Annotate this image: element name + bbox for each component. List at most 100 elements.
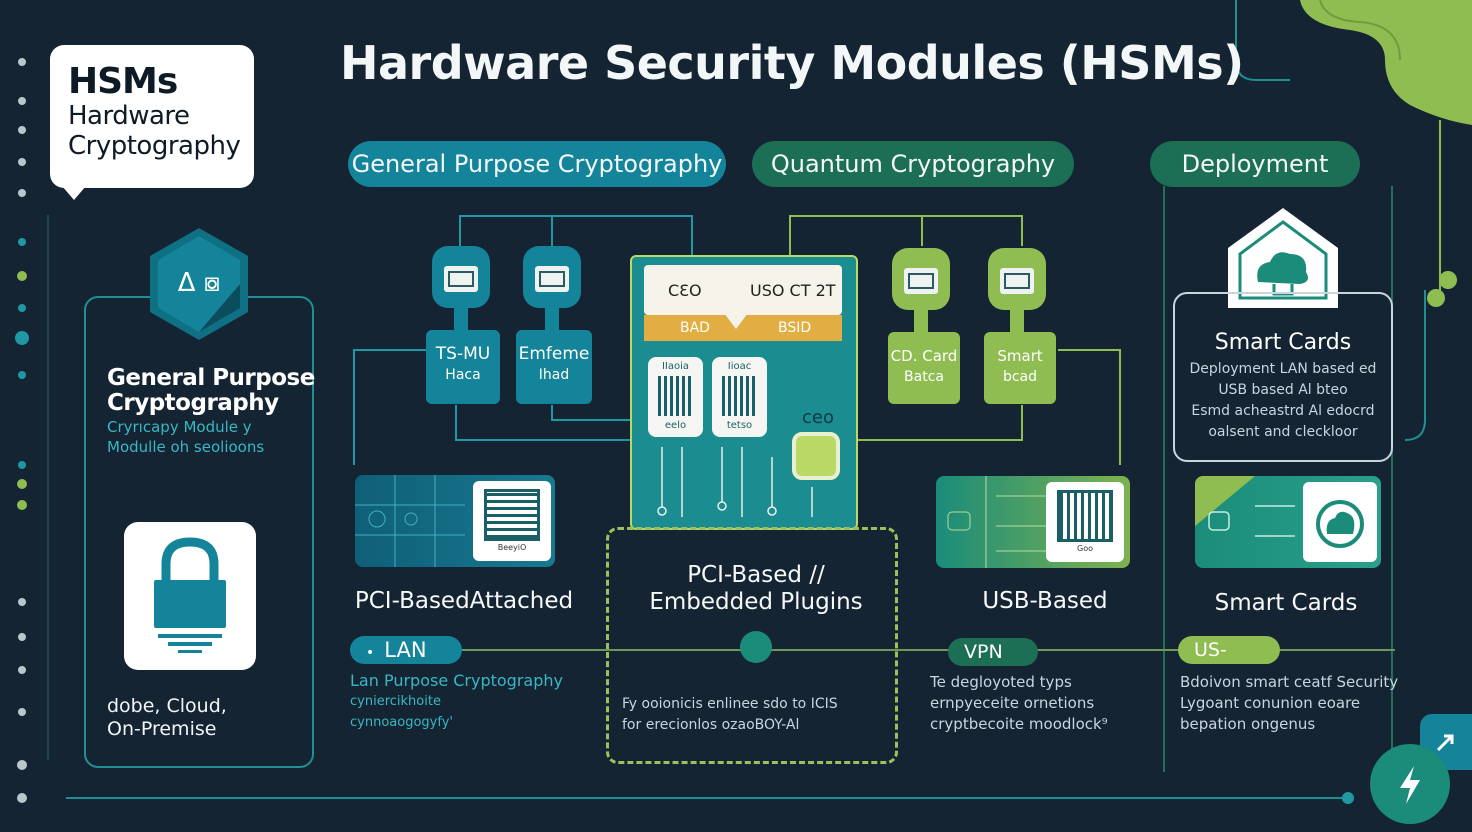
emfeme-chip-icon	[523, 246, 581, 308]
crypto-hexagon-icon: Δ ⧇	[150, 228, 248, 340]
board-card-left-top: IIaoia	[661, 361, 690, 372]
note-usb-line2: ernpyeceite ornetions	[930, 694, 1095, 712]
tsmu-stem	[454, 306, 468, 330]
label-pci-embedded-line2: Embedded Plugins	[649, 589, 863, 615]
cd-card-chip-icon	[892, 248, 950, 310]
note-smart-line2: Lygoant conunion eoare	[1180, 694, 1361, 712]
lan-icon: •	[366, 645, 375, 661]
left-sub-line2: Modulle oh seolioons	[107, 438, 265, 456]
note-smart-line1: Bdoivon smart ceatf Security	[1180, 673, 1399, 691]
usb-qr-caption: Goo	[1077, 544, 1093, 553]
smart-cards-panel-line2: USB based Al bteo	[1218, 382, 1348, 398]
logo-line-cryptography: Cryptography	[68, 131, 241, 161]
label-smart-cards: Smart Cards	[1214, 590, 1358, 616]
module-smart[interactable]: Smart bcad	[984, 332, 1056, 404]
deployment-options-text: dobe, Cloud, On-Premise	[107, 695, 227, 741]
tag-usb[interactable]: US-	[1178, 636, 1280, 664]
board-band: BAD BSID	[644, 315, 842, 341]
note-lan-line2: cyniercikhoite	[350, 694, 441, 709]
page-title: Hardware Security Modules (HSMs)	[340, 36, 1244, 90]
usb-card-image: Goo	[936, 476, 1130, 568]
hex-symbols: Δ ⧇	[178, 268, 221, 298]
tag-lan-label: LAN	[384, 638, 427, 662]
module-cd-card-line1: CD. Card	[890, 347, 958, 365]
category-general-purpose[interactable]: General Purpose Cryptography	[348, 141, 726, 187]
board-card-right: Iioac tetso	[712, 357, 767, 437]
note-usb-line3: cryptbecoite moodlock⁹	[930, 715, 1108, 733]
note-lan-line1: Lan Purpose Cryptography	[350, 671, 563, 690]
smart-cards-panel-title: Smart Cards	[1214, 330, 1352, 355]
category-deployment[interactable]: Deployment	[1150, 141, 1360, 187]
board-header: CƐO USO CT 2T	[644, 265, 842, 315]
board-card-right-top: Iioac	[727, 361, 752, 372]
left-subtext: Cryrıcapy Module у Modulle oh seolioons	[107, 417, 264, 457]
dot-rail	[15, 58, 1457, 804]
label-pci-embedded: PCI-Based // Embedded Plugins	[636, 562, 876, 616]
usb-qr-card: Goo	[1046, 482, 1124, 562]
board-band-left: BAD	[680, 320, 710, 336]
board-band-right: BSID	[778, 320, 812, 336]
board-top-right: USO CT 2T	[750, 281, 836, 300]
smart-cards-panel-line1: Deployment LAN based ed	[1189, 361, 1377, 377]
central-circuit-board: CƐO USO CT 2T BAD BSID IIaoia eelo Iioac…	[630, 255, 858, 530]
arrow-up-right-icon	[1436, 734, 1454, 752]
smart-cards-panel-line4: oalsent and cleckloor	[1208, 424, 1358, 440]
tag-lan[interactable]: • LAN	[350, 636, 462, 664]
note-lan: Lan Purpose Cryptography cyniercikhoite …	[350, 670, 563, 733]
left-heading: General Purpose Cryptography	[107, 366, 315, 416]
board-circuit-text: ceo	[802, 407, 834, 428]
module-cd-card-line2: Batca	[904, 369, 944, 385]
tag-vpn[interactable]: VPN	[948, 638, 1038, 666]
module-smart-line1: Smart	[997, 347, 1043, 365]
chip-icon	[792, 432, 840, 480]
pci-card-image: BeeyiO	[355, 475, 555, 567]
emfeme-stem	[545, 306, 559, 330]
board-card-left: IIaoia eelo	[648, 357, 703, 437]
module-emfeme-line1: Emfeme	[518, 344, 590, 364]
note-embedded-line1: Fy ooionicis enlinee sdo to ICIS	[622, 696, 838, 712]
smart-chip-icon	[988, 248, 1046, 310]
qr-code-icon	[484, 489, 540, 541]
smart-card-traces	[1195, 476, 1295, 537]
note-lan-line3: cynnoaogogyfy'	[350, 715, 453, 730]
left-heading-line2: Cryptography	[107, 390, 279, 416]
embedded-plugins-box	[606, 527, 898, 764]
module-tsmu-line1: TS-MU	[435, 344, 491, 364]
action-fab[interactable]	[1370, 744, 1450, 824]
module-cd-card[interactable]: CD. Card Batca	[888, 332, 960, 404]
deploy-line1: dobe, Cloud,	[107, 695, 227, 717]
lightning-icon	[1400, 766, 1420, 804]
label-usb-based: USB-Based	[982, 588, 1108, 614]
circuit-traces	[657, 447, 813, 517]
logo-line-hardware: Hardware	[68, 101, 190, 131]
note-usb: Te degloyoted typs ernpyeceite ornetions…	[930, 672, 1108, 735]
pci-qr-card: BeeyiO	[473, 481, 551, 561]
category-quantum[interactable]: Quantum Cryptography	[752, 141, 1074, 187]
module-emfeme[interactable]: Emfeme Ihad	[516, 330, 592, 404]
pci-card-traces	[355, 475, 465, 567]
module-emfeme-line2: Ihad	[538, 367, 570, 383]
module-tsmu-line2: Haca	[445, 367, 481, 383]
note-smart-line3: bepation ongenus	[1180, 715, 1316, 733]
lock-card	[124, 522, 256, 670]
cloud-icon	[1316, 500, 1364, 548]
logo-card: HSMs Hardware Cryptography	[50, 45, 254, 200]
decorative-blob	[1300, 0, 1472, 125]
board-top-left: CƐO	[668, 281, 702, 300]
left-sub-line1: Cryrıcapy Module у	[107, 418, 252, 436]
module-tsmu[interactable]: TS-MU Haca	[426, 330, 500, 404]
smart-card-cloud-card	[1303, 482, 1377, 562]
qr-code-icon	[1057, 490, 1113, 542]
logo-line-hsms: HSMs	[68, 61, 178, 102]
smart-stem	[1010, 308, 1024, 332]
qr-code-icon	[657, 376, 694, 416]
note-embedded: Fy ooionicis enlinee sdo to ICIS for ere…	[622, 694, 838, 736]
label-pci-attached: PCI-BasedAttached	[354, 588, 574, 614]
deploy-line2: On-Premise	[107, 718, 217, 740]
board-card-left-bottom: eelo	[664, 420, 687, 431]
board-card-right-bottom: tetso	[726, 420, 753, 431]
tsmu-chip-icon	[432, 246, 490, 308]
module-smart-line2: bcad	[1002, 369, 1038, 385]
qr-code-icon	[721, 376, 758, 416]
smart-cards-panel: Smart Cards Deployment LAN based ed USB …	[1173, 292, 1393, 462]
